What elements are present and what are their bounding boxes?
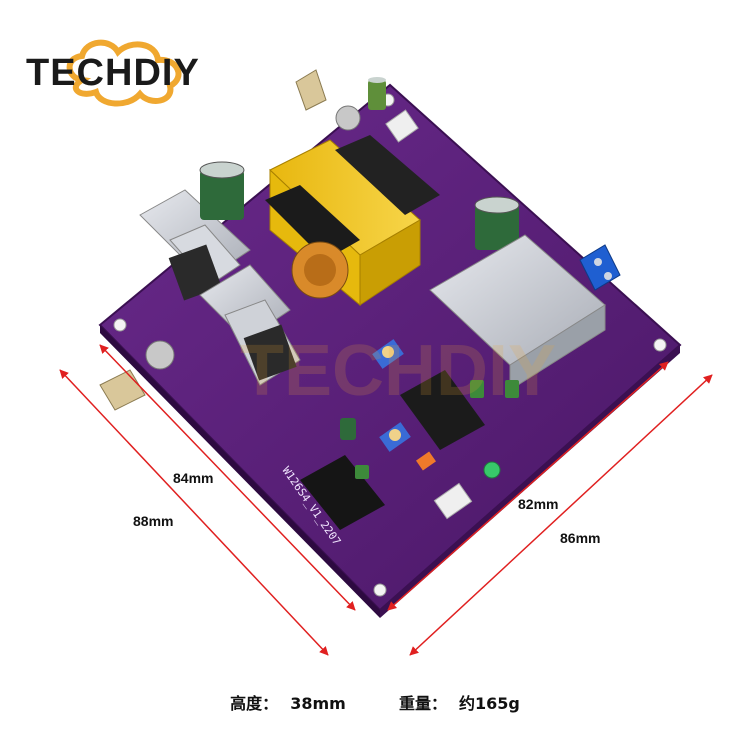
brand-name: TECHDIY — [26, 52, 200, 94]
capacitor-large-left — [199, 161, 245, 220]
dim-label-outer-left: 88mm — [133, 513, 174, 529]
dim-arrow-outer-right — [409, 374, 713, 656]
mounting-hole — [653, 338, 667, 352]
spec-footer: 高度： 38mm 重量： 约165g — [0, 690, 750, 714]
dim-label-inner-right: 82mm — [518, 496, 559, 512]
transformer — [265, 139, 421, 307]
brand-cloud-icon — [66, 39, 182, 107]
mounting-hole — [113, 318, 127, 332]
connector-white-top — [385, 109, 419, 143]
weight-label: 重量： — [398, 694, 447, 713]
brand-logo: TECHDIY — [22, 30, 222, 110]
watermark-text: TECHDIY — [240, 331, 556, 411]
weight-value: 约165g — [458, 694, 520, 713]
height-label: 高度： — [230, 694, 279, 713]
dim-label-inner-left: 84mm — [173, 470, 214, 486]
height-value: 38mm — [290, 694, 346, 713]
mounting-hole — [373, 583, 387, 597]
rectifier-block — [335, 135, 440, 215]
potentiometer-knob-top — [295, 69, 361, 131]
dim-label-outer-right: 86mm — [560, 530, 601, 546]
terminal-block — [579, 244, 621, 291]
dim-arrow-outer-left — [59, 369, 329, 656]
capacitor-small — [368, 77, 386, 110]
capacitor-large-right — [474, 196, 520, 250]
